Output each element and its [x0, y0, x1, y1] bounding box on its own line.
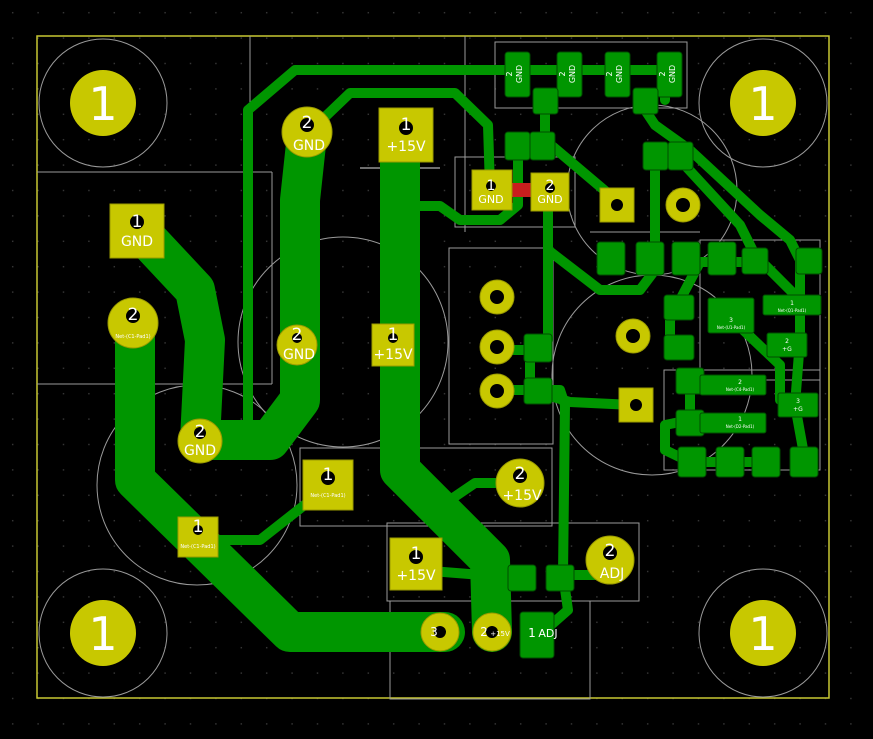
- pad-num: 2: [605, 71, 614, 76]
- pad-num: 3: [796, 398, 800, 405]
- pad-name: Net-(U1-Pad1): [717, 325, 746, 330]
- pad-name: Net-(D2-Pad1): [726, 424, 755, 429]
- mounting-hole-top-right: 1: [730, 70, 796, 136]
- pad-name: +15V: [396, 568, 436, 584]
- pad-num: 3: [729, 317, 733, 324]
- mounting-hole-bottom-right: 1: [730, 600, 796, 666]
- trace-gnd-top-link: [298, 88, 495, 193]
- pad-name: GND: [615, 65, 624, 83]
- pad-name: Net-(C4-Pad1): [726, 387, 755, 392]
- smd-pads: [504, 51, 823, 659]
- pad-name: ADJ: [600, 566, 625, 582]
- pad-name: GND: [283, 347, 315, 363]
- pad-num: 1: [323, 465, 334, 485]
- pad-num: 2: [515, 464, 526, 484]
- pad-name: Net-(Q1-Pad1): [778, 308, 807, 313]
- pad-num: 1: [528, 626, 536, 640]
- pad-name: GND: [568, 65, 577, 83]
- pad-name: GND: [668, 65, 677, 83]
- pad-num: 2: [558, 71, 567, 76]
- pad-num: 1: [388, 325, 399, 345]
- pad-num: 1: [487, 178, 496, 194]
- smd-gnd-labels: 2 GND 2 GND 2 GND 2 GND: [505, 65, 677, 83]
- pad-num: 3: [430, 625, 438, 639]
- pad-name: GND: [121, 234, 153, 250]
- pad-name: +15V: [490, 630, 510, 638]
- mounting-hole-label: 1: [88, 607, 117, 661]
- pad-labels: 1 GND 2 Net-(C1-Pad1) 2 GND 1 +15V 2 GND…: [115, 65, 806, 640]
- pad-name: Net-(C1-Pad1): [180, 544, 215, 550]
- pad-name: GND: [537, 193, 562, 206]
- pad-name: GND: [478, 193, 503, 206]
- pad-num: 1: [790, 300, 794, 307]
- pad-name: +G: [782, 346, 792, 353]
- pad-name: Net-(C1-Pad1): [115, 334, 150, 340]
- board-outline: [36, 35, 830, 699]
- pad-num: 2: [195, 422, 206, 442]
- pad-num: 2: [292, 325, 303, 345]
- pad-num: 2: [738, 379, 742, 386]
- mounting-hole-label: 1: [748, 607, 777, 661]
- pad-name: ADJ: [538, 627, 557, 640]
- pad-num: 1: [738, 416, 742, 423]
- pad-num: 2: [480, 625, 488, 639]
- mounting-hole-label: 1: [88, 77, 117, 131]
- pad-num: 2: [605, 541, 616, 561]
- trace-15v-main: [380, 110, 512, 652]
- pad-num: 2: [302, 113, 313, 133]
- pad-num: 1: [401, 115, 412, 135]
- pad-name: GND: [293, 138, 325, 154]
- pad-num: 1: [411, 544, 422, 564]
- pad-num: 2: [658, 71, 667, 76]
- trace-input-gnd: [117, 208, 225, 460]
- pad-name: +15V: [502, 488, 542, 504]
- pad-num: 2: [546, 178, 555, 194]
- pad-name: GND: [515, 65, 524, 83]
- pad-num: 2: [505, 71, 514, 76]
- trace-right-4: [733, 320, 785, 405]
- mounting-hole-top-left: 1: [70, 70, 136, 136]
- pad-num: 2: [128, 305, 139, 325]
- trace-gnd-vertical: [180, 115, 327, 460]
- pad-num: 1: [132, 212, 143, 232]
- mounting-hole-label: 1: [748, 77, 777, 131]
- smd-small-labels: 1 Net-(Q1-Pad1) 2 +G 3 Net-(U1-Pad1) 2 N…: [717, 300, 807, 429]
- trace-r-gnd: [543, 155, 660, 295]
- pad-num: 2: [785, 338, 789, 345]
- pad-name: +15V: [386, 139, 426, 155]
- mounting-hole-bottom-left: 1: [70, 600, 136, 666]
- pad-name: GND: [184, 443, 216, 459]
- pad-num: 1: [193, 517, 204, 537]
- pad-name: +15V: [373, 347, 413, 363]
- pad-name: +G: [793, 406, 803, 413]
- pad-name: Net-(C1-Pad1): [310, 493, 345, 499]
- drill-holes: [126, 118, 690, 638]
